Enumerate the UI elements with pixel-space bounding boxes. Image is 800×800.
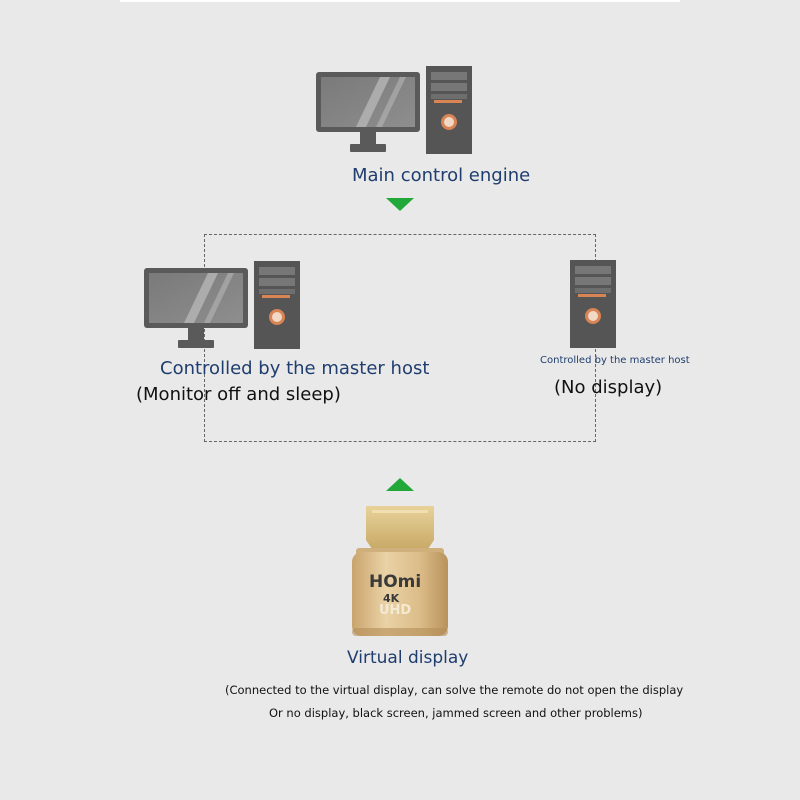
main-control-label: Main control engine xyxy=(352,165,531,186)
left-host-status: (Monitor off and sleep) xyxy=(136,384,341,405)
adapter-4k-text: 4K xyxy=(383,592,400,605)
note-line-2: Or no display, black screen, jammed scre… xyxy=(269,706,643,720)
right-host-label: Controlled by the master host xyxy=(540,355,690,366)
top-divider xyxy=(120,0,680,2)
right-pc-tower-icon xyxy=(570,260,616,348)
virtual-display-label: Virtual display xyxy=(347,648,469,668)
main-pc-tower-icon xyxy=(426,66,472,154)
left-pc-tower-icon xyxy=(254,261,300,349)
hdmi-adapter-icon xyxy=(352,506,448,636)
arrow-up-icon xyxy=(386,478,414,491)
adapter-brand-text: HOmi xyxy=(369,572,422,592)
right-host-status: (No display) xyxy=(554,377,663,398)
adapter-uhd-text: UHD xyxy=(379,603,412,618)
arrow-down-icon xyxy=(386,198,414,211)
left-host-label: Controlled by the master host xyxy=(160,358,430,379)
main-monitor-icon xyxy=(316,72,420,152)
left-monitor-icon xyxy=(144,268,248,348)
note-line-1: (Connected to the virtual display, can s… xyxy=(225,683,684,697)
